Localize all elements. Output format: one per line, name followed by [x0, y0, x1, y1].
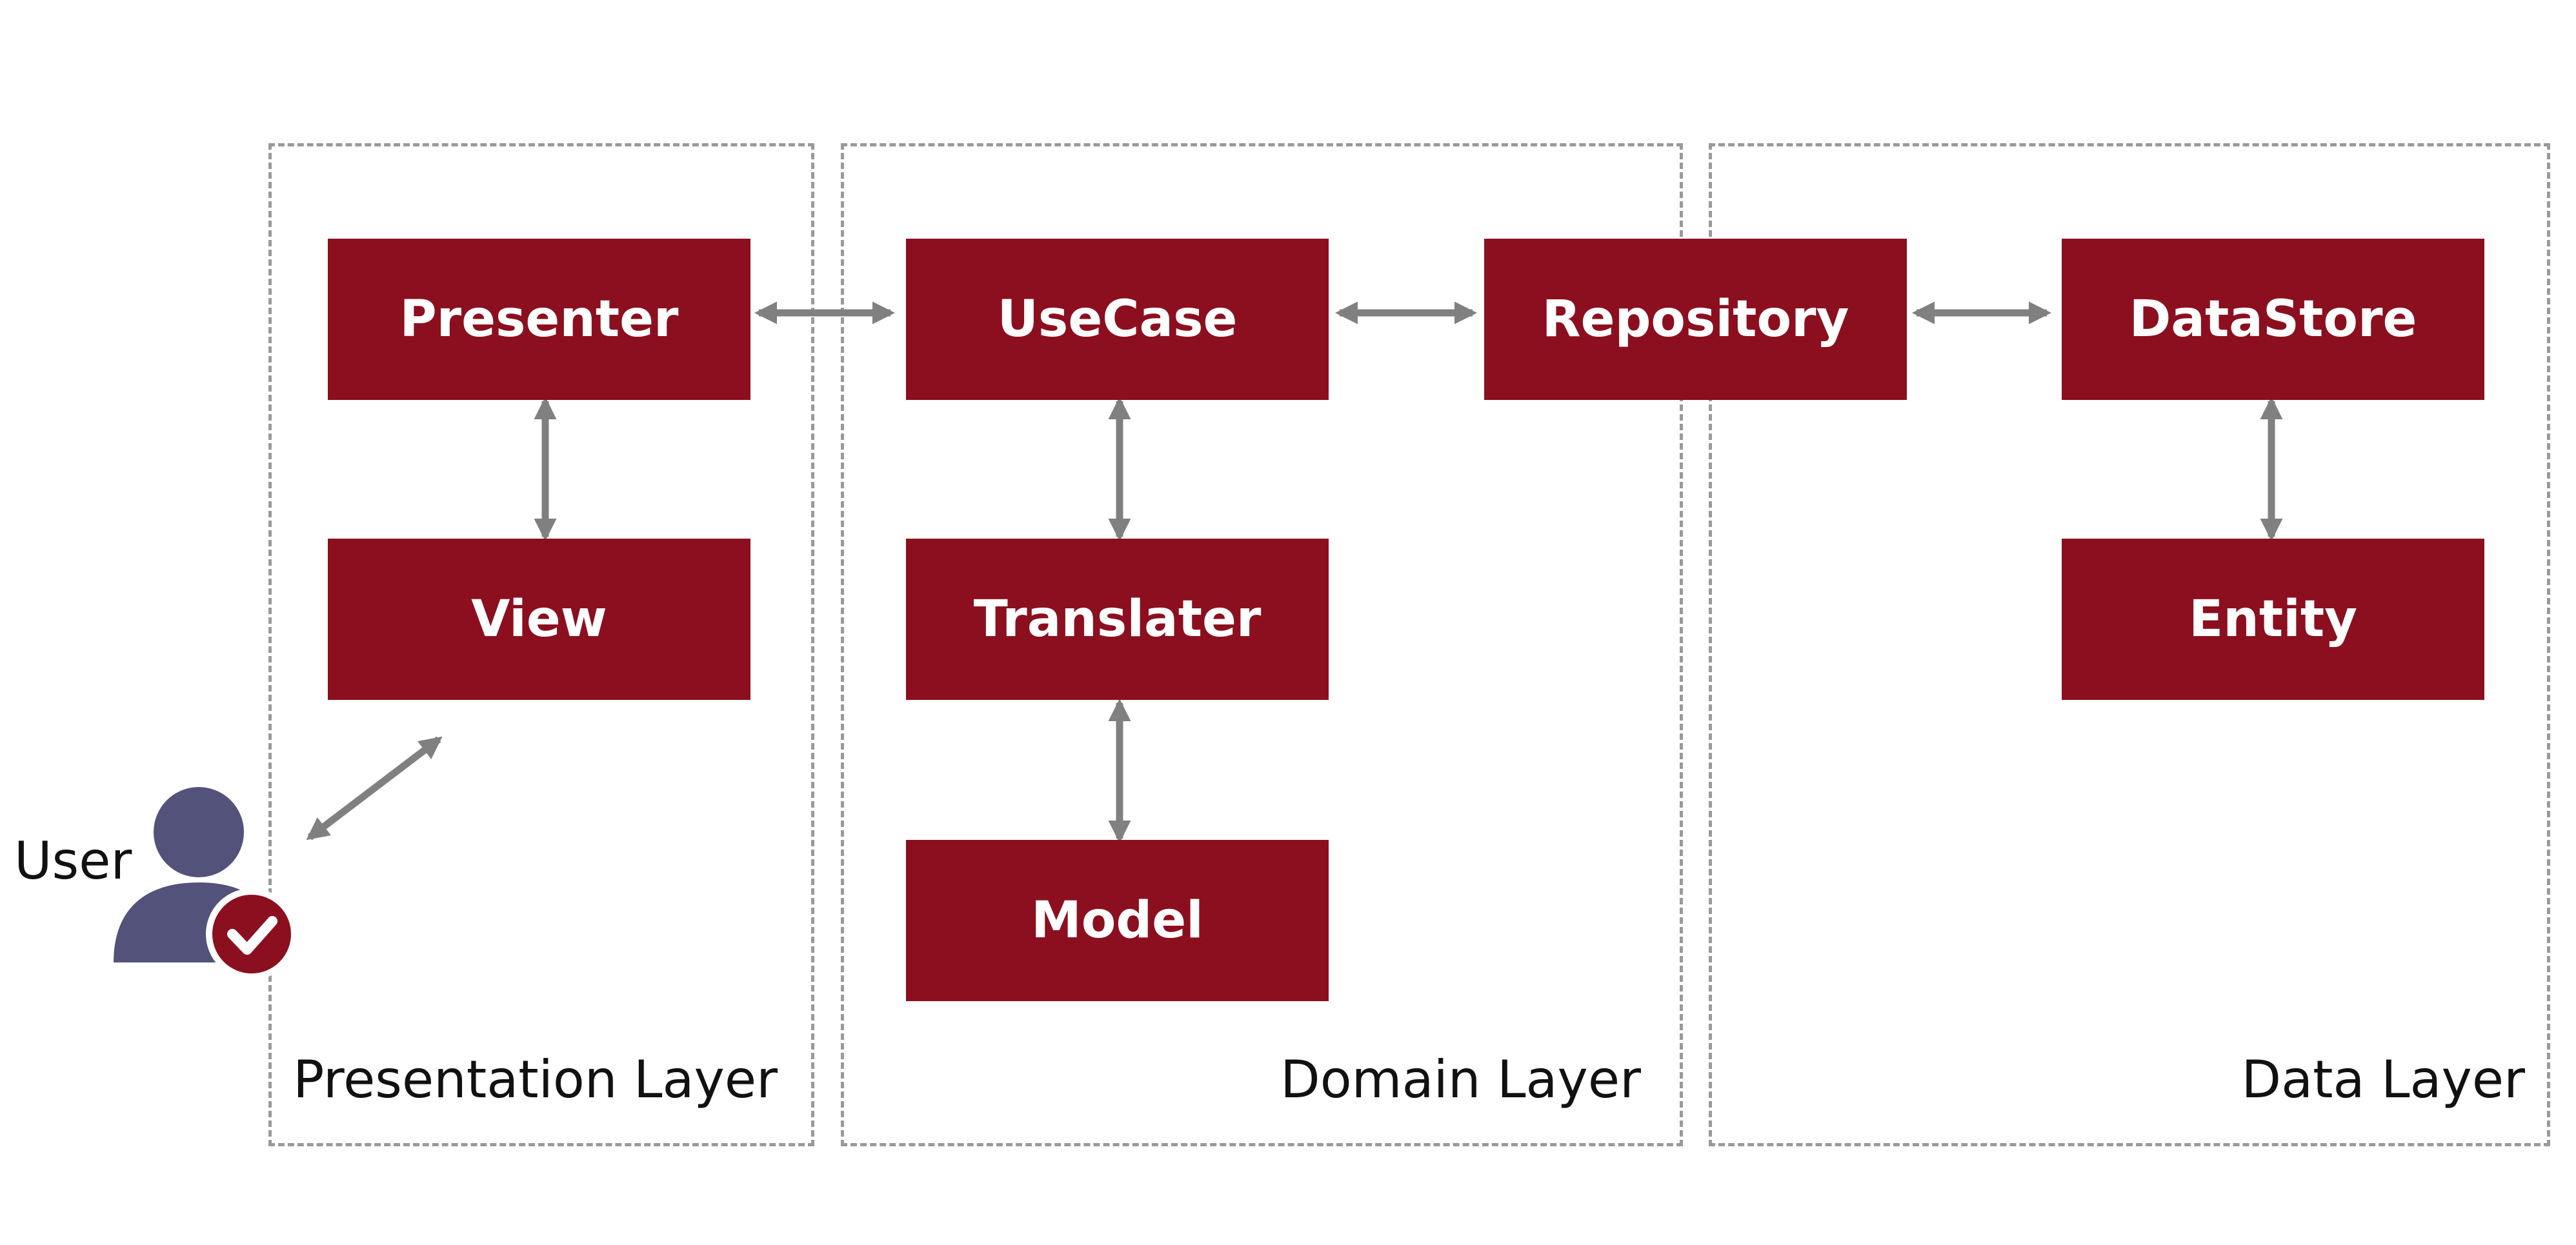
translater-box: Translater	[906, 539, 1329, 700]
check-badge	[206, 888, 297, 980]
usecase-box: UseCase	[906, 239, 1329, 400]
entity-box: Entity	[2062, 539, 2484, 700]
arrow-user-view	[306, 736, 443, 841]
user-label: User	[14, 831, 132, 891]
data-layer-label: Data Layer	[2241, 1050, 2526, 1110]
presenter-box: Presenter	[328, 239, 750, 400]
user-check-icon	[114, 787, 297, 980]
domain-layer-label: Domain Layer	[1280, 1050, 1641, 1110]
data-layer: Data Layer	[1709, 143, 2550, 1146]
view-box: View	[328, 539, 750, 700]
check-mark	[227, 916, 277, 955]
datastore-box: DataStore	[2062, 239, 2484, 400]
presentation-layer: Presentation Layer	[268, 143, 814, 1146]
repository-box: Repository	[1484, 239, 1907, 400]
presentation-layer-label: Presentation Layer	[293, 1050, 778, 1110]
user-head	[154, 787, 244, 877]
domain-layer: Domain Layer	[841, 143, 1683, 1146]
model-box: Model	[906, 840, 1329, 1001]
